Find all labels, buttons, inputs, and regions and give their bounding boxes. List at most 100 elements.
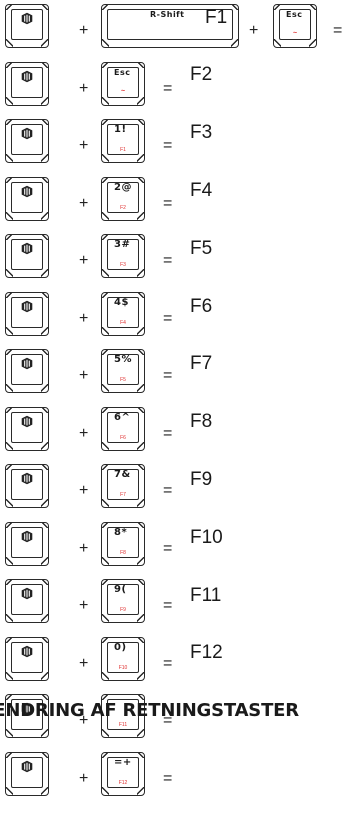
plus-symbol: + [79, 137, 89, 154]
equals-symbol: = [163, 137, 173, 154]
key-sublabel: F8 [120, 550, 126, 556]
key-label: 5% [114, 354, 132, 365]
equals-symbol: = [163, 252, 173, 269]
fn-logo-icon [21, 645, 33, 658]
function-key-label: F8 [190, 411, 213, 432]
key-label: 8* [114, 527, 128, 538]
plus-symbol: + [79, 195, 89, 212]
shortcut-row: + =+ F12 = [0, 752, 350, 808]
shortcut-row: +F11= [0, 694, 350, 750]
combo-key: 1! F1 [101, 119, 145, 163]
key-label: =+ [114, 757, 132, 768]
equals-symbol: = [163, 195, 173, 212]
key-sublabel: F2 [120, 205, 126, 211]
fn-logo-icon [21, 472, 33, 485]
combo-key: F11 [101, 694, 145, 738]
key-sublabel: F6 [120, 435, 126, 441]
shortcut-row: +R-Shift+Esc~= [0, 4, 350, 60]
key-sublabel: F1 [120, 147, 126, 153]
plus-symbol: + [79, 310, 89, 327]
shortcut-row: +5%F5= [0, 349, 350, 405]
combo-key: 0) F10 [101, 637, 145, 681]
combo-key: 7&F7 [101, 464, 145, 508]
fn-logo-icon [21, 702, 33, 715]
shortcut-row: +9( F9 = [0, 579, 350, 635]
fn-logo-icon [21, 12, 33, 25]
plus-symbol: + [79, 770, 89, 787]
key-sublabel: F5 [120, 377, 126, 383]
shortcut-row: +4$F4 = [0, 292, 350, 348]
key-sublabel: ~ [120, 88, 126, 95]
function-key-label: F9 [190, 469, 213, 490]
key-label: Esc [114, 68, 131, 77]
fn-logo-icon [21, 127, 33, 140]
fn-key [5, 62, 49, 106]
key-sublabel: F11 [118, 722, 128, 728]
fn-key [5, 407, 49, 451]
key-sublabel: F7 [120, 492, 126, 498]
fn-key [5, 579, 49, 623]
combo-key: 4$F4 [101, 292, 145, 336]
key-label: 2@ [114, 182, 132, 193]
shortcut-row: +0)F10= [0, 637, 350, 693]
key-sublabel: ~ [292, 30, 298, 37]
fn-key [5, 119, 49, 163]
section-heading: ÆNDRING AF RETNINGSTASTER [0, 700, 299, 721]
function-key-label: F1 [205, 7, 228, 28]
shortcut-row: +8*F8= [0, 522, 350, 578]
combo-key: 3# F3 [101, 234, 145, 278]
equals-symbol: = [163, 540, 173, 557]
equals-symbol: = [163, 367, 173, 384]
key-label: 3# [114, 239, 131, 250]
key-sublabel: F3 [120, 262, 126, 268]
plus-symbol: + [79, 712, 89, 729]
fn-logo-icon [21, 760, 33, 773]
fn-key [5, 694, 49, 738]
key-sublabel: F10 [118, 665, 128, 671]
shortcut-row: +1! F1 = [0, 119, 350, 175]
equals-symbol: = [163, 310, 173, 327]
function-key-label: F5 [190, 238, 213, 259]
fn-logo-icon [21, 242, 33, 255]
fn-logo-icon [21, 415, 33, 428]
key-label: Esc [286, 10, 303, 19]
plus-symbol: + [249, 22, 259, 39]
fn-key [5, 4, 49, 48]
key-label: 0) [114, 642, 127, 653]
key-label: 7& [114, 469, 131, 480]
key-label: 6^ [114, 412, 131, 423]
plus-symbol: + [79, 80, 89, 97]
fn-logo-icon [21, 357, 33, 370]
shortcut-row: +6^F6= [0, 407, 350, 463]
key-label: R-Shift [150, 10, 185, 19]
fn-logo-icon [21, 300, 33, 313]
plus-symbol: + [79, 252, 89, 269]
equals-symbol: = [163, 770, 173, 787]
key-esc: Esc ~ [273, 4, 317, 48]
plus-symbol: + [79, 597, 89, 614]
fn-logo-icon [21, 530, 33, 543]
fn-key [5, 637, 49, 681]
fn-key [5, 177, 49, 221]
plus-symbol: + [79, 482, 89, 499]
function-key-label: F10 [190, 527, 223, 548]
key-label: 1! [114, 124, 127, 135]
function-key-label: F12 [190, 642, 223, 663]
shortcut-row: +7&F7 = [0, 464, 350, 520]
key-sublabel: F12 [118, 780, 128, 786]
key-sublabel: F4 [120, 320, 126, 326]
shortcut-row: + Esc ~ = [0, 62, 350, 118]
key-label: 9( [114, 584, 127, 595]
combo-key: Esc ~ [101, 62, 145, 106]
function-key-label: F6 [190, 296, 213, 317]
key-r-shift: R-Shift [101, 4, 239, 48]
equals-symbol: = [163, 482, 173, 499]
combo-key: 9( F9 [101, 579, 145, 623]
equals-symbol: = [163, 597, 173, 614]
equals-symbol: = [163, 80, 173, 97]
function-key-label: F11 [190, 585, 222, 606]
fn-key [5, 752, 49, 796]
combo-key: 2@ F2 [101, 177, 145, 221]
shortcut-row: +3# F3 = [0, 234, 350, 290]
key-sublabel: F9 [120, 607, 126, 613]
